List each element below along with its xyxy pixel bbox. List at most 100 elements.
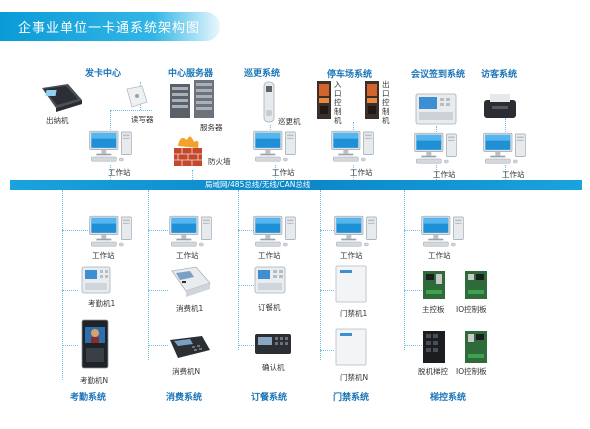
- io-board-label: IO控制板: [456, 367, 487, 376]
- section-title-door: 门禁系统: [333, 393, 370, 403]
- door-n-label: 门禁机N: [340, 373, 369, 382]
- connector-line: [238, 285, 254, 286]
- patrol-device-icon: [263, 81, 275, 123]
- connector-line: [404, 190, 405, 350]
- connector-line: [320, 350, 334, 351]
- firewall-label: 防火墙: [208, 157, 231, 166]
- pos-terminal-icon: [170, 336, 210, 358]
- connector-line: [270, 125, 271, 130]
- connector-line: [320, 190, 321, 360]
- door-controller-icon: [335, 328, 367, 366]
- exit-controller-icon: [365, 81, 379, 119]
- confirm-terminal-icon: [255, 334, 291, 354]
- connector-line: [353, 122, 354, 132]
- workstation-icon: [413, 132, 463, 166]
- visitor-printer-icon: [484, 94, 516, 118]
- firewall-icon: [174, 136, 202, 166]
- workstation-icon: [420, 215, 470, 249]
- section-title-meeting: 会议签到系统: [411, 70, 466, 80]
- door-1-label: 门禁机1: [340, 309, 368, 318]
- io-board-label: IO控制板: [456, 305, 487, 314]
- io-board-icon: [465, 331, 487, 363]
- connector-line: [238, 345, 254, 346]
- connector-line: [353, 165, 354, 180]
- title-banner: [0, 12, 220, 41]
- section-title-ordering: 订餐系统: [251, 393, 288, 403]
- diagram-title: 企事业单位一卡通系统架构图: [18, 21, 201, 36]
- workstation-icon: [252, 215, 302, 249]
- connector-line: [320, 230, 334, 231]
- connector-line: [404, 230, 422, 231]
- face-attendance-terminal-icon: [81, 319, 109, 369]
- connector-line: [436, 126, 437, 134]
- cashier-label: 出纳机: [46, 116, 69, 125]
- section-title-attendance: 考勤系统: [70, 393, 107, 403]
- section-title-server: 中心服务器: [168, 69, 214, 79]
- door-controller-icon: [335, 265, 367, 303]
- workstation-label: 工作站: [502, 170, 525, 179]
- connector-line: [436, 165, 437, 180]
- offline-elevator-label: 脱机梯控: [418, 367, 448, 376]
- connector-line: [62, 190, 63, 380]
- meal-order-label: 订餐机: [258, 303, 281, 312]
- entry-controller-label: 入口控制机: [334, 80, 342, 125]
- workstation-label: 工作站: [258, 251, 281, 260]
- connector-line: [320, 290, 334, 291]
- connector-line: [110, 110, 152, 111]
- entry-controller-icon: [317, 81, 331, 119]
- workstation-icon: [333, 215, 383, 249]
- main-board-icon: [423, 271, 445, 299]
- card-reader-icon: [126, 85, 148, 108]
- section-title-parking: 停车场系统: [327, 70, 373, 80]
- connector-line: [62, 230, 92, 231]
- patrol-device-label: 巡更机: [278, 117, 301, 126]
- workstation-icon: [330, 130, 380, 164]
- workstation-icon: [482, 132, 532, 166]
- connector-line: [110, 165, 111, 180]
- connector-line: [62, 290, 78, 291]
- network-bus: [10, 180, 582, 190]
- connector-line: [110, 110, 111, 130]
- connector-line: [148, 230, 168, 231]
- meal-order-terminal-icon: [254, 266, 286, 294]
- section-title-issuing: 发卡中心: [85, 69, 122, 79]
- meeting-terminal-icon: [415, 93, 457, 125]
- pos-n-label: 消费机N: [172, 367, 201, 376]
- workstation-label: 工作站: [428, 251, 451, 260]
- main-board-label: 主控板: [422, 305, 445, 314]
- cashier-device-icon: [42, 84, 82, 112]
- section-title-consumption: 消费系统: [166, 393, 203, 403]
- connector-line: [238, 230, 254, 231]
- workstation-icon: [88, 215, 138, 249]
- connector-line: [404, 345, 422, 346]
- workstation-label: 工作站: [340, 251, 363, 260]
- section-title-visitor: 访客系统: [481, 70, 518, 80]
- workstation-icon: [88, 130, 138, 164]
- exit-controller-label: 出口控制机: [382, 80, 390, 125]
- reader-label: 读写器: [131, 115, 154, 124]
- server-rack-icon: [170, 80, 214, 118]
- connector-line: [148, 345, 168, 346]
- server-label: 服务器: [200, 123, 223, 132]
- attendance-terminal-icon: [81, 266, 111, 294]
- workstation-label: 工作站: [108, 168, 131, 177]
- section-title-elevator: 梯控系统: [430, 393, 467, 403]
- connector-line: [275, 165, 276, 180]
- attendance-n-label: 考勤机N: [80, 376, 109, 385]
- attendance-1-label: 考勤机1: [88, 299, 116, 308]
- workstation-label: 工作站: [92, 251, 115, 260]
- connector-line: [404, 290, 422, 291]
- connector-line: [505, 165, 506, 180]
- workstation-label: 工作站: [433, 170, 456, 179]
- connector-line: [148, 190, 149, 360]
- connector-line: [505, 118, 506, 132]
- workstation-label: 工作站: [176, 251, 199, 260]
- workstation-label: 工作站: [350, 168, 373, 177]
- workstation-label: 工作站: [272, 168, 295, 177]
- network-bus-label: 局域网/485总线/无线/CAN总线: [205, 180, 311, 189]
- confirm-label: 确认机: [262, 363, 285, 372]
- section-title-patrol: 巡更系统: [244, 69, 281, 79]
- workstation-icon: [168, 215, 218, 249]
- connector-line: [192, 170, 193, 180]
